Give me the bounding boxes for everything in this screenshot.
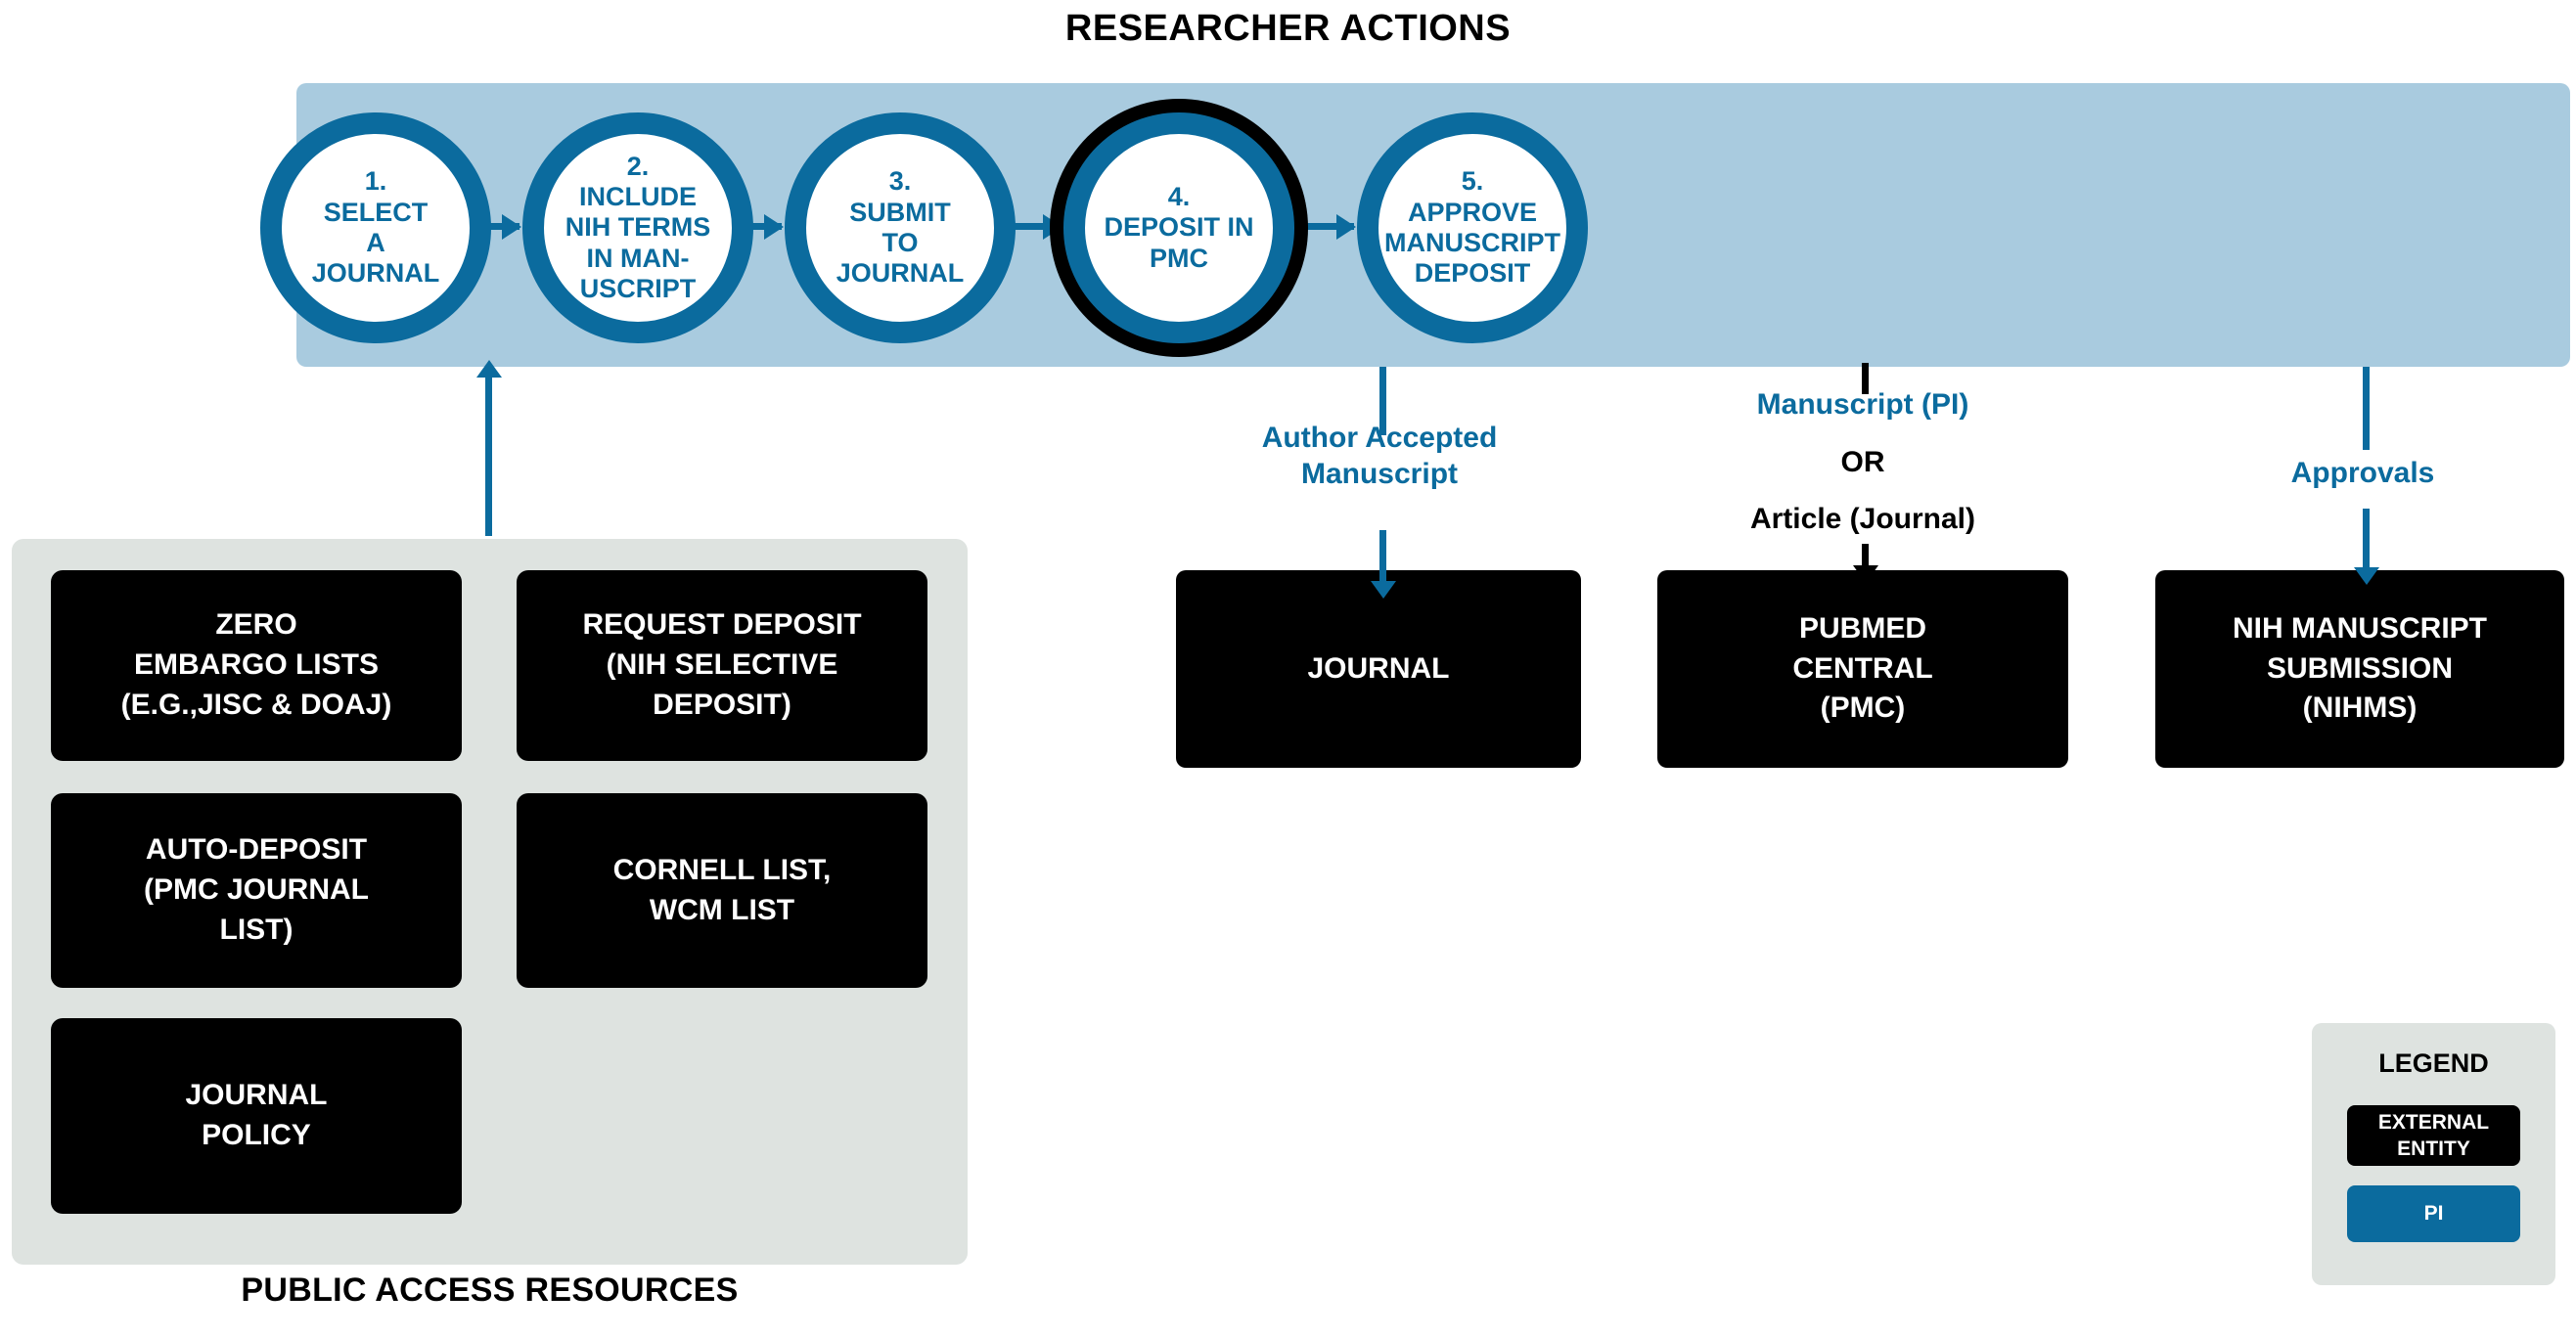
line-step3-down xyxy=(1379,367,1386,435)
label-approvals: Approvals xyxy=(2290,457,2435,489)
arrow-resources-to-step1 xyxy=(485,376,492,536)
label-author-accepted-manuscript: Author Accepted Manuscript xyxy=(1261,422,1498,490)
step-4-label: DEPOSIT IN PMC xyxy=(1104,212,1254,273)
entity-box-journal[interactable]: JOURNAL xyxy=(1176,570,1581,768)
label-or: OR xyxy=(1840,446,1885,478)
step-circle-3[interactable]: 3. SUBMIT TO JOURNAL xyxy=(785,112,1016,343)
step-2-label: INCLUDE NIH TERMS IN MAN- USCRIPT xyxy=(565,182,711,303)
line-step5-down xyxy=(2363,367,2370,450)
resource-box-journal-policy[interactable]: JOURNAL POLICY xyxy=(51,1018,462,1214)
step-5-number: 5. xyxy=(1461,166,1484,197)
legend-swatch-pi: PI xyxy=(2347,1185,2520,1242)
step-3-number: 3. xyxy=(888,166,912,197)
line-step4-down xyxy=(1862,363,1869,394)
page-title: RESEARCHER ACTIONS xyxy=(1064,8,1512,49)
entity-box-pubmed-central[interactable]: PUBMED CENTRAL (PMC) xyxy=(1657,570,2068,768)
resource-box-request-deposit[interactable]: REQUEST DEPOSIT (NIH SELECTIVE DEPOSIT) xyxy=(517,570,927,761)
step-4-number: 4. xyxy=(1167,182,1191,212)
resource-box-zero-embargo-lists[interactable]: ZERO EMBARGO LISTS (E.G.,JISC & DOAJ) xyxy=(51,570,462,761)
legend-panel: LEGEND EXTERNAL ENTITY PI xyxy=(2312,1023,2555,1285)
step-1-label: SELECT A JOURNAL xyxy=(311,197,440,289)
step-2-number: 2. xyxy=(626,151,650,181)
step-circle-2[interactable]: 2. INCLUDE NIH TERMS IN MAN- USCRIPT xyxy=(522,112,753,343)
step-5-label: APPROVE MANUSCRIPT DEPOSIT xyxy=(1384,197,1560,289)
legend-swatch-external-entity: EXTERNAL ENTITY xyxy=(2347,1105,2520,1166)
legend-title: LEGEND xyxy=(2378,1048,2489,1078)
step-circle-5[interactable]: 5. APPROVE MANUSCRIPT DEPOSIT xyxy=(1357,112,1588,343)
resources-caption: PUBLIC ACCESS RESOURCES xyxy=(241,1271,739,1309)
label-manuscript-pi: Manuscript (PI) xyxy=(1756,388,1969,421)
step-1-number: 1. xyxy=(364,166,387,197)
arrow-to-nihms xyxy=(2363,509,2370,569)
resource-box-cornell-wcm-list[interactable]: CORNELL LIST, WCM LIST xyxy=(517,793,927,988)
label-article-journal: Article (Journal) xyxy=(1749,503,1976,535)
step-3-label: SUBMIT TO JOURNAL xyxy=(836,197,965,289)
step-circle-1[interactable]: 1. SELECT A JOURNAL xyxy=(260,112,491,343)
arrow-to-journal xyxy=(1379,530,1386,583)
arrow-to-pmc xyxy=(1862,544,1869,567)
entity-box-nihms[interactable]: NIH MANUSCRIPT SUBMISSION (NIHMS) xyxy=(2155,570,2564,768)
resource-box-auto-deposit[interactable]: AUTO-DEPOSIT (PMC JOURNAL LIST) xyxy=(51,793,462,988)
step-circle-4[interactable]: 4. DEPOSIT IN PMC xyxy=(1063,112,1294,343)
